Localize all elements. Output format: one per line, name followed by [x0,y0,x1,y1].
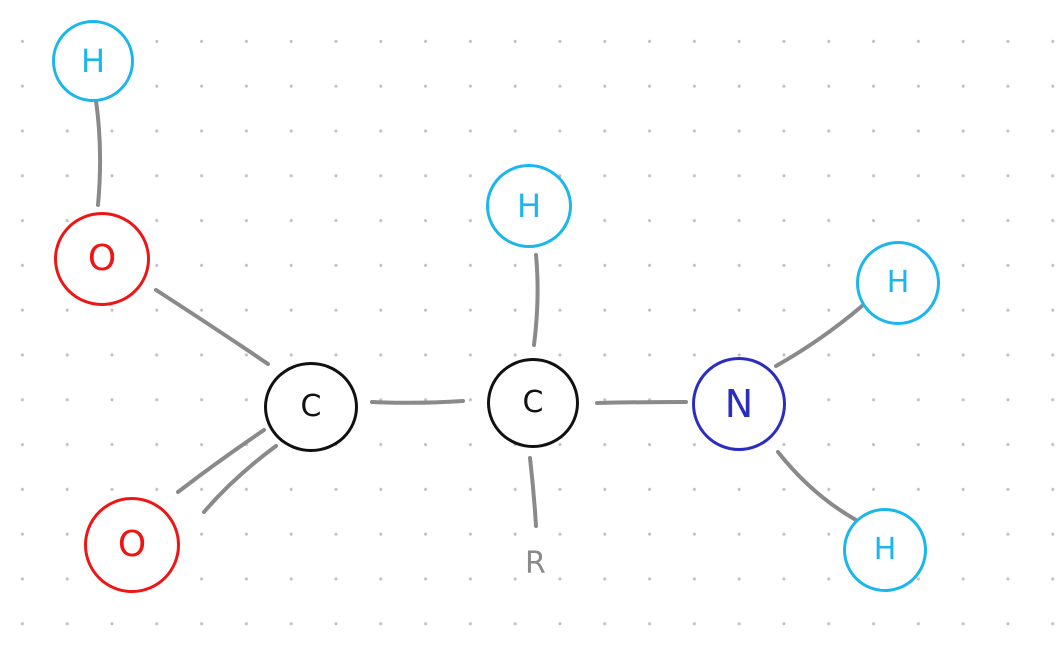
atom-h-amino-bottom-label: H [873,532,897,567]
bond-n-h-top [774,304,864,368]
atom-o-carbonyl-label: O [117,524,147,565]
atom-h-alpha-label: H [516,187,542,225]
atom-c-alpha-label: C [522,385,544,420]
atom-h-alpha: H [486,164,572,248]
bond-c-r [528,456,538,528]
bond-c-o-double-1 [176,428,266,494]
atom-o-hydroxyl-label: O [87,238,117,279]
bond-c-h-alpha [532,253,540,347]
bond-c-c [370,399,465,405]
bond-c-n [595,400,688,405]
atom-h-amino-bottom: H [843,508,927,592]
atom-h-amino-top-label: H [886,265,910,300]
atom-h-hydroxyl-label: H [80,42,106,80]
atom-h-hydroxyl: H [52,20,134,102]
atom-c-carboxyl: C [264,362,358,452]
bond-h-o-hydroxyl [94,99,103,207]
atom-n-amino-label: N [724,382,754,426]
atom-n-amino: N [692,357,786,451]
atom-o-carbonyl: O [84,497,180,593]
bond-c-o-double-2 [202,444,278,514]
side-chain-label: R [525,546,546,581]
atom-h-amino-top: H [856,241,940,325]
bond-o-c-single [154,288,270,366]
atom-c-carboxyl-label: C [300,389,322,424]
atom-o-hydroxyl: O [54,212,150,306]
bond-n-h-bottom [776,450,858,522]
atom-c-alpha: C [487,358,579,448]
